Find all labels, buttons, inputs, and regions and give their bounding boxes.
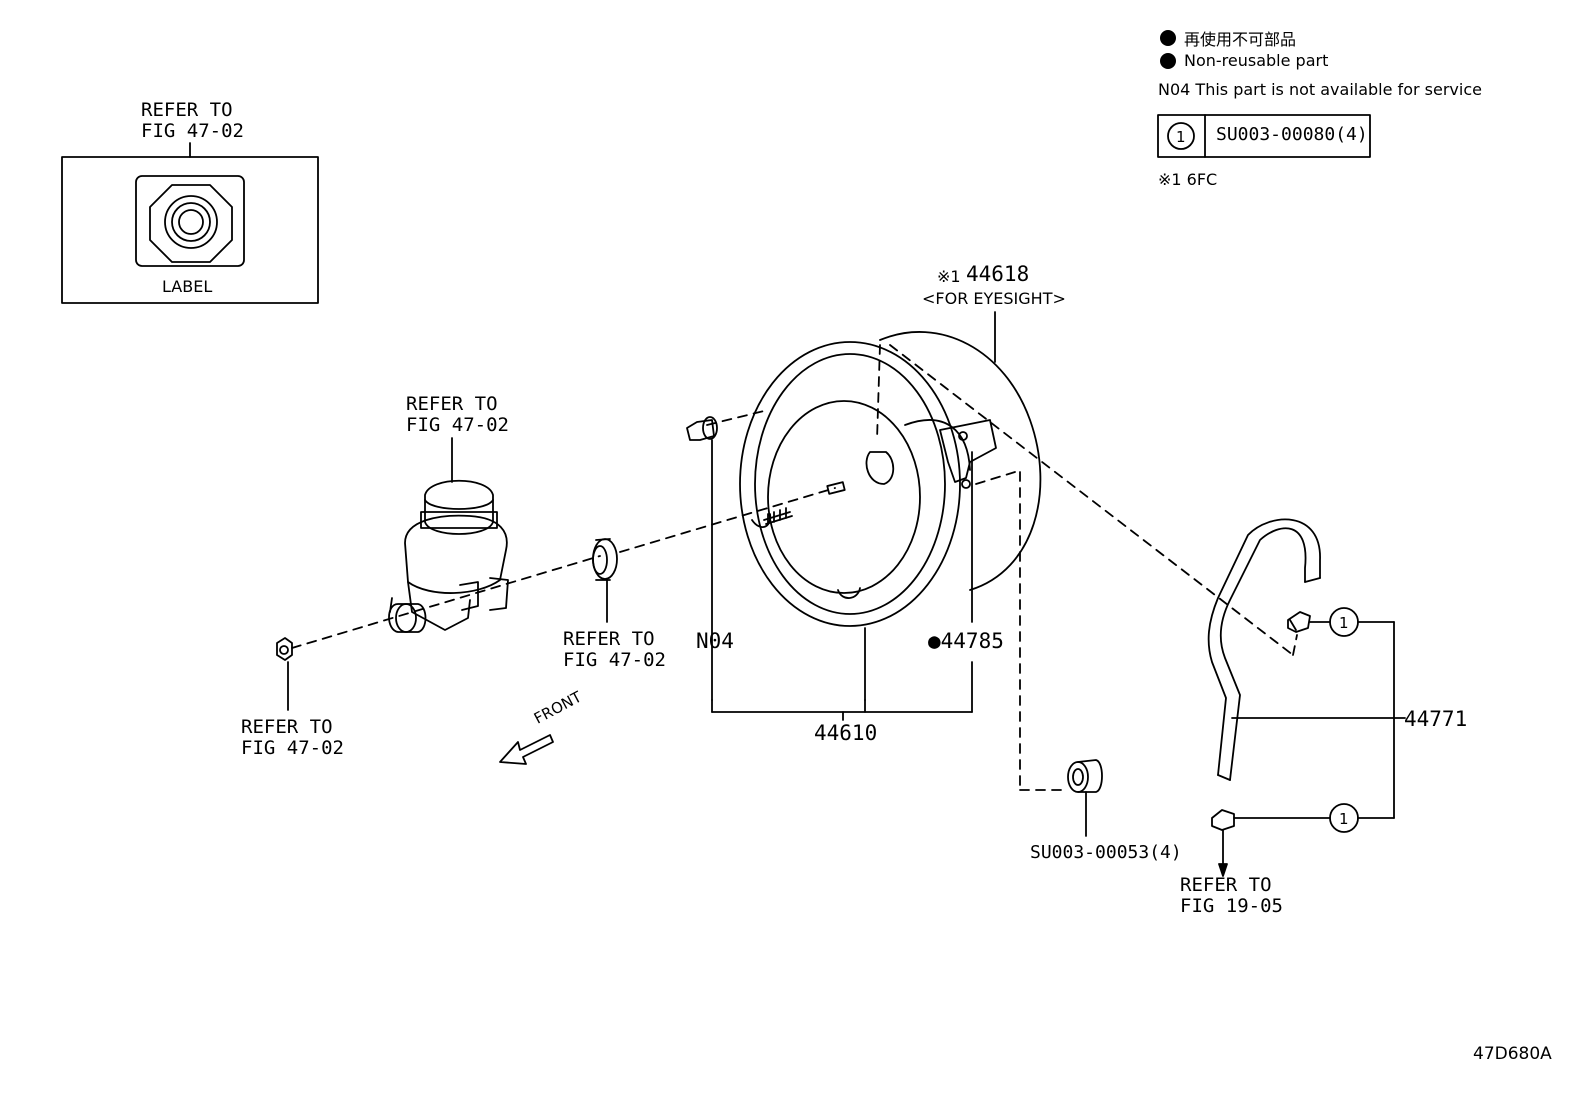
callout-44771: 44771: [1404, 707, 1468, 731]
legend-en: Non-reusable part: [1160, 51, 1328, 70]
legend-n04-note: N04 This part is not available for servi…: [1158, 80, 1482, 99]
bolt-icon: [686, 416, 718, 701]
reservoir-refer: REFER TO: [406, 393, 498, 415]
circle-bottom-number: 1: [1339, 810, 1349, 828]
seal-refer: REFER TO: [563, 628, 655, 650]
legend-jp: 再使用不可部品: [1160, 26, 1296, 50]
label-fig: FIG 47-02: [141, 120, 244, 142]
hose-fig: FIG 19-05: [1180, 895, 1283, 917]
callout-su00053: SU003-00053(4): [1030, 842, 1182, 863]
label-refer: REFER TO: [141, 99, 233, 121]
front-arrow-icon: [499, 734, 554, 765]
callout-n04: N04: [696, 629, 734, 653]
callout-eyesight: <FOR EYESIGHT>: [922, 289, 1066, 308]
note-6fc: ※1 6FC: [1158, 170, 1217, 189]
check-valve-icon: [1067, 759, 1103, 837]
non-reusable-dot-icon: [1160, 52, 1176, 69]
vacuum-hose-icon: [1207, 518, 1321, 877]
hose-refer: REFER TO: [1180, 874, 1272, 896]
master-cylinder-icon: [388, 437, 509, 633]
nut-icon: [276, 637, 293, 711]
kit-number: 1: [1176, 128, 1186, 146]
nut-refer: REFER TO: [241, 716, 333, 738]
nut-fig: FIG 47-02: [241, 737, 344, 759]
brake-booster-icon: [739, 331, 1042, 701]
n04-note-text: N04 This part is not available for servi…: [1158, 80, 1482, 99]
callout-44610: 44610: [814, 721, 878, 745]
kit-part-number: SU003-00080(4): [1216, 124, 1368, 145]
kit-box: [1157, 114, 1371, 158]
legend-jp-text: 再使用不可部品: [1184, 30, 1297, 49]
seal-fig: FIG 47-02: [563, 649, 666, 671]
callout-44618: 44618: [966, 262, 1030, 286]
non-reusable-dot-icon: [1160, 30, 1176, 46]
bracket-44771: [1231, 607, 1406, 833]
bracket-44610: [711, 661, 973, 721]
note-6fc-text: ※1 6FC: [1158, 170, 1218, 189]
label-box: [61, 142, 319, 304]
legend-en-text: Non-reusable part: [1184, 51, 1329, 70]
circle-top-number: 1: [1339, 614, 1349, 632]
seal-icon: [592, 538, 618, 623]
label-caption: LABEL: [162, 277, 213, 296]
callout-44618-mark: ※1: [937, 267, 961, 286]
reservoir-fig: FIG 47-02: [406, 414, 509, 436]
diagram-code: 47D680A: [1473, 1044, 1552, 1064]
callout-44785: ●44785: [928, 629, 1004, 653]
